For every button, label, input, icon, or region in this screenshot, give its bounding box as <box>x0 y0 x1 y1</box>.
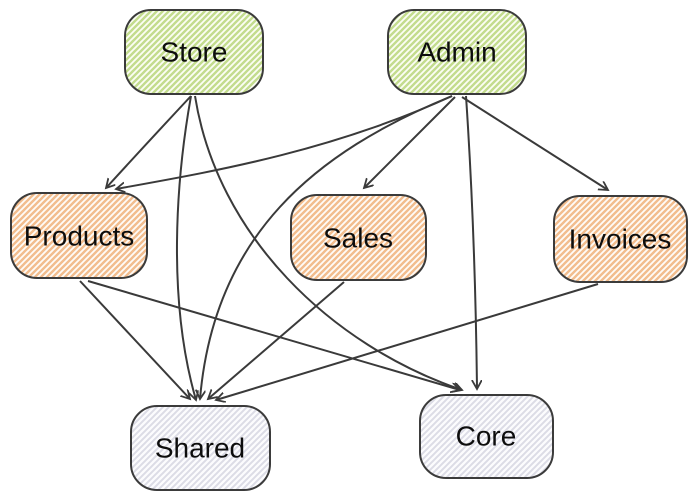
edge-admin-sales <box>364 96 456 188</box>
node-shared-label: Shared <box>155 432 245 463</box>
node-shared[interactable]: Shared <box>130 405 271 491</box>
edge-admin-invoices <box>461 96 608 190</box>
edge-admin-shared <box>200 95 453 399</box>
node-store-box <box>124 9 264 95</box>
edge-store-core <box>194 95 462 390</box>
edge-layer <box>79 95 608 400</box>
node-core-label: Core <box>456 420 517 451</box>
node-sales-label: Sales <box>323 222 393 253</box>
node-invoices-label: Invoices <box>569 223 672 254</box>
node-products-label: Products <box>24 220 135 251</box>
node-store-label: Store <box>161 36 228 67</box>
node-admin-box <box>387 9 527 95</box>
node-invoices[interactable]: Invoices <box>553 195 688 283</box>
node-shared-box <box>130 405 271 491</box>
node-core[interactable]: Core <box>419 394 554 479</box>
edge-store-shared <box>176 95 196 400</box>
node-sales-box <box>290 194 427 281</box>
edge-products-core <box>87 280 460 390</box>
node-products[interactable]: Products <box>10 192 148 279</box>
edge-admin-products <box>116 95 453 189</box>
edge-invoices-shared <box>216 283 599 400</box>
node-invoices-box <box>553 195 688 283</box>
node-sales[interactable]: Sales <box>290 194 427 281</box>
edge-admin-core <box>465 95 477 389</box>
node-admin-label: Admin <box>417 36 496 67</box>
node-admin[interactable]: Admin <box>387 9 527 95</box>
edge-store-products <box>106 95 192 188</box>
node-core-box <box>419 394 554 479</box>
edge-sales-shared <box>208 281 345 399</box>
node-store[interactable]: Store <box>124 9 264 95</box>
edge-products-shared <box>79 280 190 399</box>
node-products-box <box>10 192 148 279</box>
